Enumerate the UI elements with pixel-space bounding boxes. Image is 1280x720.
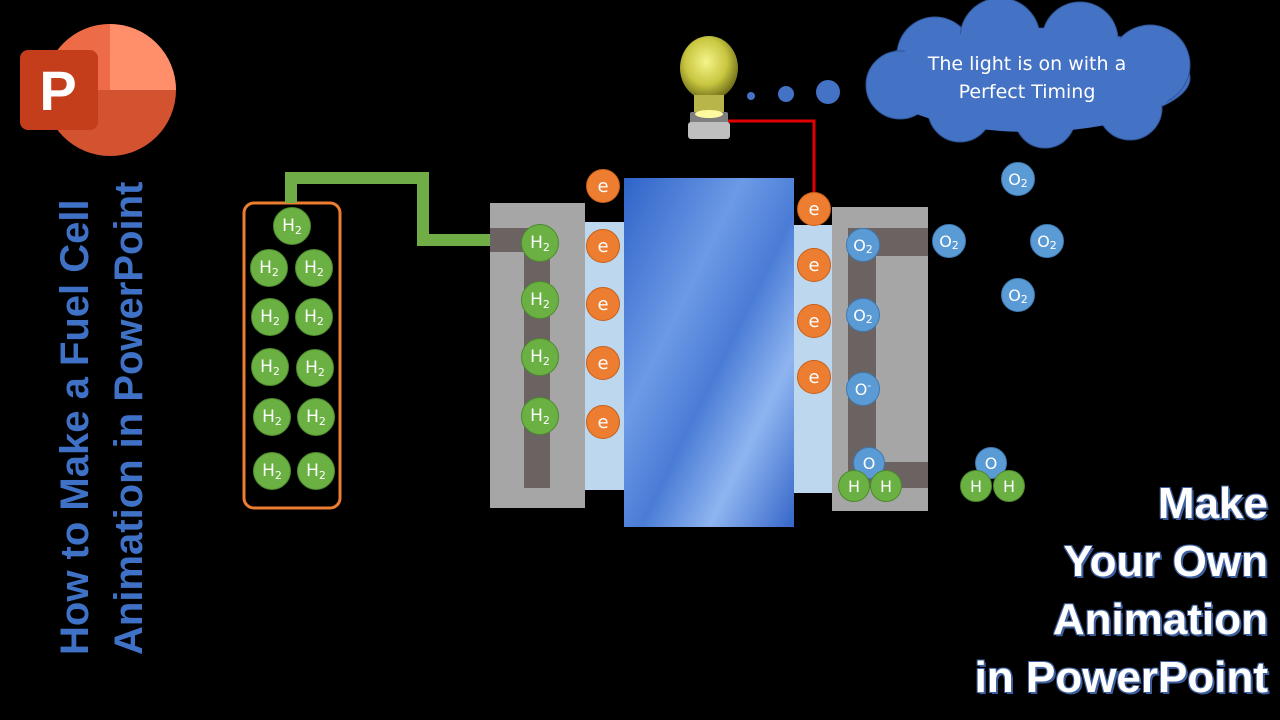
oxygen-ion: O- <box>846 372 880 406</box>
electron: e <box>797 248 831 282</box>
electron: e <box>586 405 620 439</box>
water-hydrogen-atom: H <box>960 470 992 502</box>
logo-letter: P <box>39 59 76 122</box>
thought-dot-large <box>816 80 840 104</box>
caption: Make Your Own Animation in PowerPoint <box>908 475 1268 707</box>
caption-line-3: Animation <box>1052 595 1268 644</box>
electron: e <box>797 360 831 394</box>
membrane <box>624 178 794 527</box>
circuit-wire <box>727 119 816 200</box>
electron: e <box>586 229 620 263</box>
electron: e <box>586 346 620 380</box>
cathode-channel <box>848 228 876 488</box>
caption-line-1: Make <box>1157 479 1268 528</box>
thought-dot-medium <box>778 86 794 102</box>
water-hydrogen-atom: H <box>993 470 1025 502</box>
thought-dot-small <box>747 92 755 100</box>
thought-cloud-icon <box>865 0 1191 149</box>
electron: e <box>797 192 831 226</box>
water-hydrogen-atom: H <box>838 470 870 502</box>
cloud-message: The light is on with a Perfect Timing <box>927 53 1127 103</box>
electron: e <box>797 304 831 338</box>
electron: e <box>586 169 620 203</box>
caption-line-2: Your Own <box>1063 537 1268 586</box>
hydrogen-pipe <box>285 172 492 246</box>
light-bulb-icon <box>680 36 738 139</box>
electron: e <box>586 287 620 321</box>
water-hydrogen-atom: H <box>870 470 902 502</box>
caption-line-4: in PowerPoint <box>974 653 1268 702</box>
powerpoint-logo-icon: P <box>20 24 176 156</box>
